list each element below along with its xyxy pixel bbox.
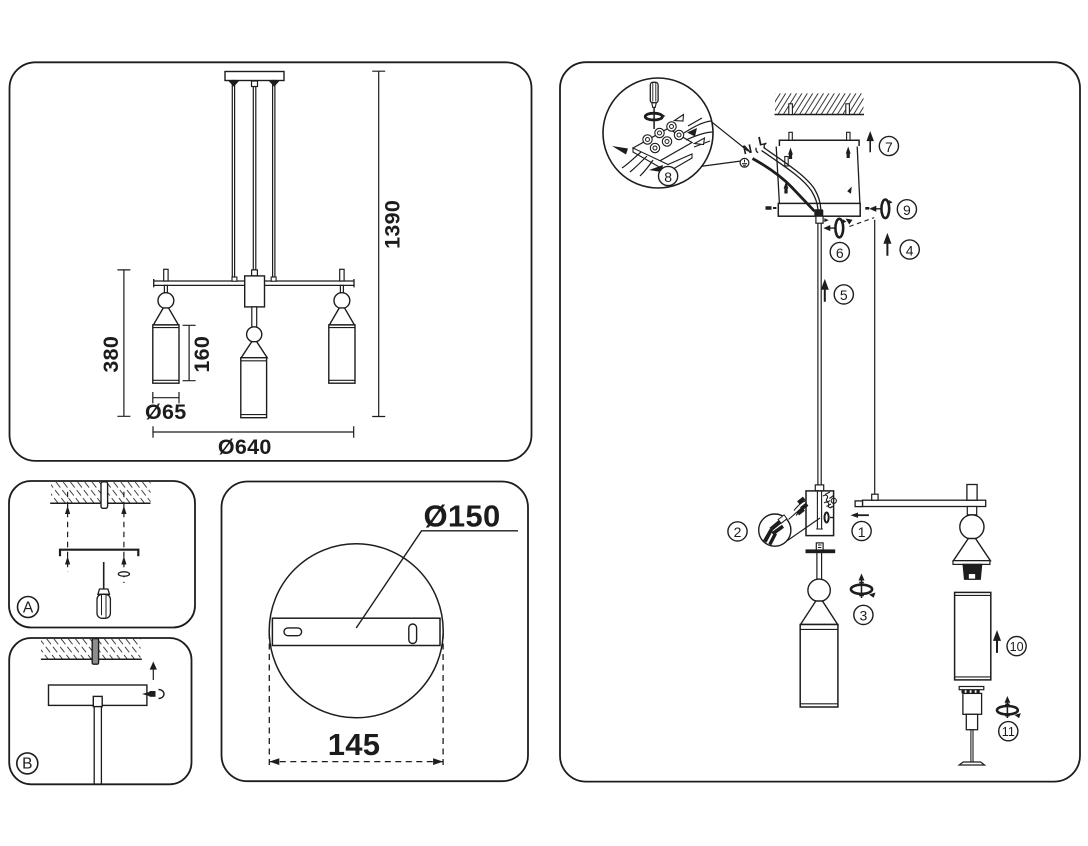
svg-text:6: 6 [836, 245, 844, 261]
svg-text:160: 160 [190, 336, 214, 373]
svg-text:7: 7 [885, 139, 893, 155]
svg-text:9: 9 [903, 202, 911, 218]
svg-text:A: A [23, 599, 34, 616]
svg-text:Ø150: Ø150 [423, 499, 500, 534]
svg-text:1: 1 [858, 524, 866, 540]
svg-text:3: 3 [860, 608, 868, 624]
svg-text:1390: 1390 [381, 200, 405, 249]
svg-text:8: 8 [664, 169, 672, 185]
svg-text:Ø65: Ø65 [145, 400, 187, 424]
svg-text:11: 11 [1002, 725, 1015, 739]
svg-text:Ø640: Ø640 [218, 435, 272, 459]
svg-text:4: 4 [906, 242, 914, 258]
svg-text:10: 10 [1010, 640, 1024, 654]
svg-text:L: L [757, 133, 768, 148]
svg-text:5: 5 [840, 287, 848, 303]
svg-text:N: N [742, 142, 754, 158]
svg-text:B: B [22, 756, 32, 773]
svg-text:2: 2 [734, 524, 742, 540]
svg-text:380: 380 [99, 336, 123, 373]
svg-text:145: 145 [328, 727, 381, 762]
